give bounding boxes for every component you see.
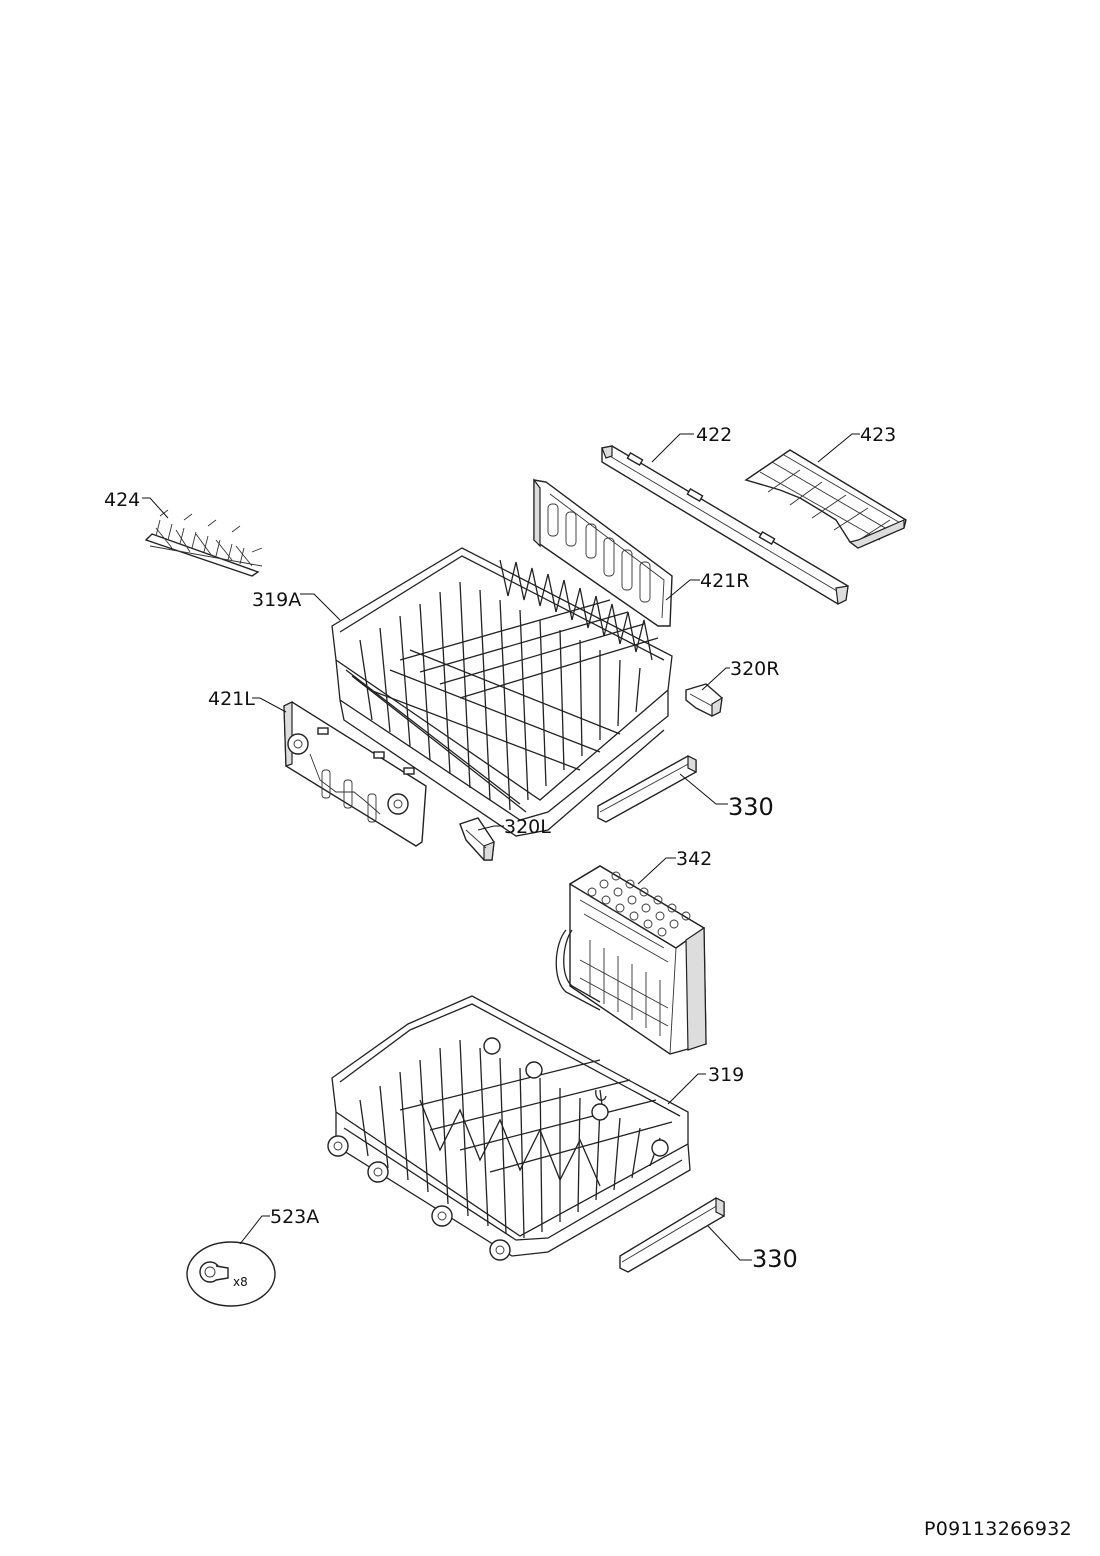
part-423-tray <box>744 449 907 549</box>
leader-421R: 421R <box>665 570 749 601</box>
label-330-upper: 330 <box>728 793 774 821</box>
label-320R: 320R <box>730 658 779 680</box>
label-523A: 523A <box>270 1206 319 1228</box>
label-320L: 320L <box>504 816 551 838</box>
leader-523A: 523A <box>239 1206 319 1245</box>
part-330-lower-rail <box>619 1197 725 1273</box>
part-319-lower-basket <box>327 995 691 1261</box>
part-523A-wheel-callout: x8 <box>186 1241 276 1307</box>
leader-319A: 319A <box>252 589 341 621</box>
part-320L-clip <box>459 817 495 861</box>
leader-422: 422 <box>651 424 732 463</box>
label-422: 422 <box>696 424 732 446</box>
label-421R: 421R <box>700 570 749 592</box>
part-319A-upper-basket <box>331 547 673 837</box>
part-320R-clip <box>685 683 723 717</box>
part-421L-panel <box>283 701 427 847</box>
lower-basket-wheels <box>327 1037 669 1261</box>
leader-424: 424 <box>104 489 169 519</box>
part-330-upper-rail <box>597 755 697 823</box>
leader-423: 423 <box>817 424 896 463</box>
label-342: 342 <box>676 848 712 870</box>
leader-330-upper: 330 <box>679 773 774 821</box>
part-424-tine-rack <box>144 509 263 577</box>
label-423: 423 <box>860 424 896 446</box>
part-421R-panel <box>533 478 673 627</box>
label-319: 319 <box>708 1064 744 1086</box>
quantity-523A: x8 <box>233 1275 248 1289</box>
part-422-rail <box>601 445 849 605</box>
document-code: P09113266932 <box>924 1518 1073 1540</box>
leader-320L: 320L <box>477 816 551 838</box>
leader-330-lower: 330 <box>707 1225 798 1273</box>
label-330-lower: 330 <box>752 1245 798 1273</box>
leader-421L: 421L <box>208 688 287 713</box>
label-424: 424 <box>104 489 140 511</box>
leader-319: 319 <box>667 1064 744 1105</box>
leader-342: 342 <box>637 848 712 885</box>
label-319A: 319A <box>252 589 301 611</box>
leader-320R: 320R <box>701 658 779 691</box>
label-421L: 421L <box>208 688 255 710</box>
part-342-cutlery-basket <box>555 865 707 1055</box>
